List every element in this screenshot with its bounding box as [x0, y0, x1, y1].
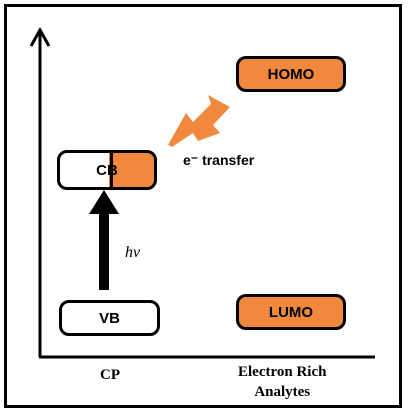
lumo-level-box: LUMO — [236, 294, 346, 330]
excitation-arrow-shaft — [99, 212, 109, 290]
lumo-label: LUMO — [268, 303, 314, 321]
vb-level-box: VB — [59, 300, 160, 336]
excitation-arrow-icon — [89, 190, 119, 214]
analytes-label-line1: Electron Rich — [238, 364, 327, 380]
cb-level-box: CB — [57, 150, 157, 190]
electron-transfer-label: e⁻ transfer — [183, 152, 255, 168]
cp-axis-label: CP — [100, 367, 120, 383]
analytes-axis-label: Electron Rich Analytes — [238, 362, 326, 402]
cb-label: CB — [96, 161, 118, 179]
vb-label: VB — [99, 309, 120, 327]
cb-divider — [110, 153, 113, 187]
analytes-label-line2: Analytes — [254, 384, 311, 400]
diagram-frame — [4, 4, 402, 408]
photon-energy-label: hv — [125, 244, 141, 261]
lightning-bolt-icon — [168, 95, 230, 147]
homo-level-box: HOMO — [236, 56, 346, 92]
homo-label: HOMO — [267, 65, 315, 83]
y-axis-arrow-icon — [29, 26, 51, 47]
